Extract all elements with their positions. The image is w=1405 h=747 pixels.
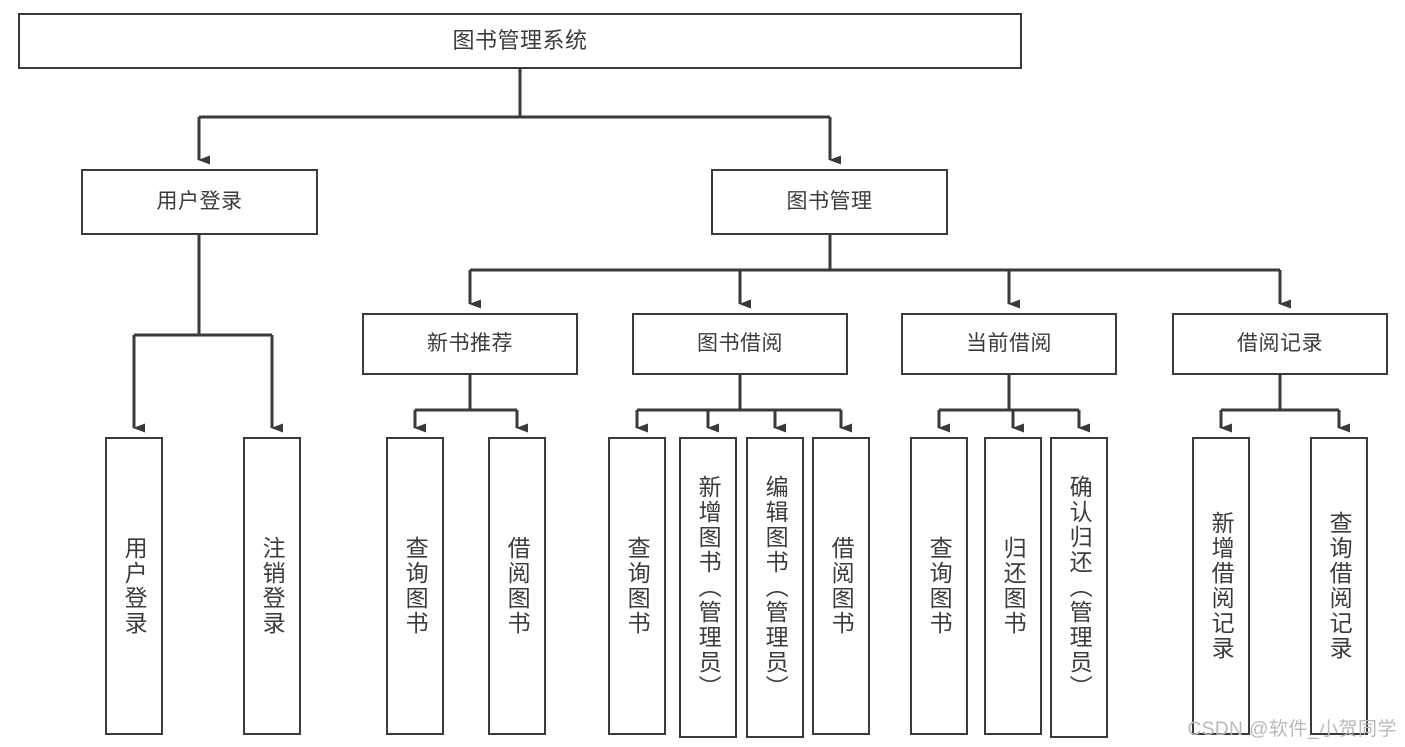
node-borrow-record[interactable]: 借阅记录: [1172, 313, 1388, 375]
node-leaf-user-login[interactable]: 用户登录: [105, 437, 163, 735]
node-book-management-label: 图书管理: [786, 189, 873, 213]
node-user-login[interactable]: 用户登录: [81, 169, 318, 235]
node-root-label: 图书管理系统: [452, 28, 588, 54]
node-leaf-add-book-admin[interactable]: 新增图书（管理员）: [679, 437, 737, 738]
node-user-login-label: 用户登录: [156, 189, 243, 213]
node-leaf-query-borrow-record[interactable]: 查询借阅记录: [1310, 437, 1368, 735]
node-leaf-borrow-book-1[interactable]: 借阅图书: [488, 437, 546, 735]
node-leaf-borrow-book-2-label: 借阅图书: [828, 536, 855, 636]
node-leaf-edit-book-admin[interactable]: 编辑图书（管理员）: [746, 437, 804, 738]
node-book-borrow-label: 图书借阅: [697, 331, 783, 355]
node-leaf-confirm-return-admin[interactable]: 确认归还（管理员）: [1050, 437, 1108, 738]
node-root[interactable]: 图书管理系统: [18, 13, 1022, 69]
node-leaf-query-book-1[interactable]: 查询图书: [386, 437, 444, 735]
node-leaf-user-login-label: 用户登录: [121, 536, 148, 636]
node-leaf-add-borrow-record[interactable]: 新增借阅记录: [1192, 437, 1250, 735]
node-leaf-query-borrow-record-label: 查询借阅记录: [1326, 511, 1353, 661]
node-new-book-recommend-label: 新书推荐: [427, 331, 513, 355]
node-leaf-return-book-label: 归还图书: [1000, 536, 1027, 636]
node-book-borrow[interactable]: 图书借阅: [632, 313, 848, 375]
node-leaf-add-book-admin-label: 新增图书（管理员）: [695, 475, 722, 700]
node-leaf-query-book-2[interactable]: 查询图书: [608, 437, 666, 735]
node-leaf-logout-login-label: 注销登录: [259, 536, 286, 636]
node-leaf-query-book-3[interactable]: 查询图书: [910, 437, 968, 735]
node-leaf-logout-login[interactable]: 注销登录: [243, 437, 301, 735]
node-current-borrow-label: 当前借阅: [966, 331, 1052, 355]
node-leaf-query-book-1-label: 查询图书: [402, 536, 429, 636]
node-leaf-query-book-3-label: 查询图书: [926, 536, 953, 636]
node-borrow-record-label: 借阅记录: [1237, 331, 1323, 355]
node-leaf-confirm-return-admin-label: 确认归还（管理员）: [1066, 475, 1093, 700]
node-new-book-recommend[interactable]: 新书推荐: [362, 313, 578, 375]
node-leaf-add-borrow-record-label: 新增借阅记录: [1208, 511, 1235, 661]
node-leaf-edit-book-admin-label: 编辑图书（管理员）: [762, 475, 789, 700]
node-leaf-return-book[interactable]: 归还图书: [984, 437, 1042, 735]
node-book-management[interactable]: 图书管理: [711, 169, 948, 235]
node-current-borrow[interactable]: 当前借阅: [901, 313, 1117, 375]
watermark: CSDN @软件_小贺同学: [1187, 719, 1397, 740]
node-leaf-borrow-book-2[interactable]: 借阅图书: [812, 437, 870, 735]
node-leaf-borrow-book-1-label: 借阅图书: [504, 536, 531, 636]
node-leaf-query-book-2-label: 查询图书: [624, 536, 651, 636]
